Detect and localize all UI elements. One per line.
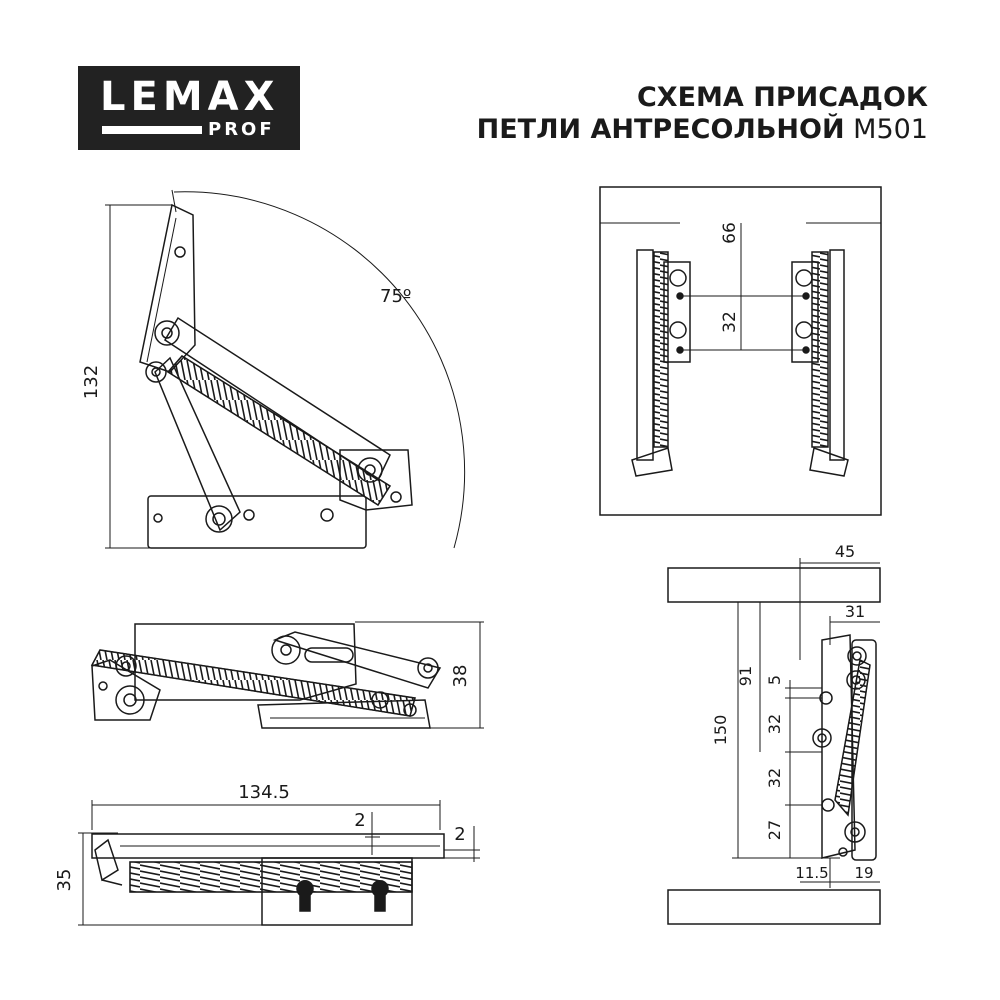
front-height-label: 38 [450,665,471,688]
drill-side-upper-label: 91 [736,666,755,686]
drill-side-view [667,558,881,925]
logo-sub: PROF [208,119,275,140]
bottom-height-label: 35 [54,869,75,892]
drill-top-offset-label: 66 [720,222,740,244]
side-angle-label: 75º [380,286,411,307]
side-view [105,189,466,549]
bottom-view [78,800,480,926]
logo-brand: LEMAX [100,74,280,120]
drill-side-27-label: 27 [765,820,784,840]
page-title: СХЕМА ПРИСАДОК ПЕТЛИ АНТРЕСОЛЬНОЙ М501 [477,82,928,146]
title-line-2: ПЕТЛИ АНТРЕСОЛЬНОЙ [476,114,845,145]
drill-side-inner-width-label: 31 [845,602,865,621]
title-model: М501 [853,114,928,145]
drill-side-32b-label: 32 [765,768,784,788]
drill-top-spacing-label: 32 [720,311,740,333]
side-height-label: 132 [81,365,102,399]
drill-side-right-offset-label: 19 [854,864,873,882]
drill-side-width-label: 45 [835,542,855,561]
drill-side-left-offset-label: 11.5 [795,864,828,882]
title-line-1: СХЕМА ПРИСАДОК [636,82,928,113]
drill-side-5-label: 5 [765,675,784,685]
logo-bar [102,126,202,134]
drill-side-32a-label: 32 [765,714,784,734]
lemax-prof-logo: LEMAX PROF [78,66,300,150]
drill-side-height-label: 150 [711,715,730,746]
bottom-gap-b-label: 2 [454,824,465,845]
bottom-gap-a-label: 2 [354,810,365,831]
front-view [90,621,484,729]
bottom-length-label: 134.5 [238,782,290,803]
drill-top-view [599,186,882,516]
